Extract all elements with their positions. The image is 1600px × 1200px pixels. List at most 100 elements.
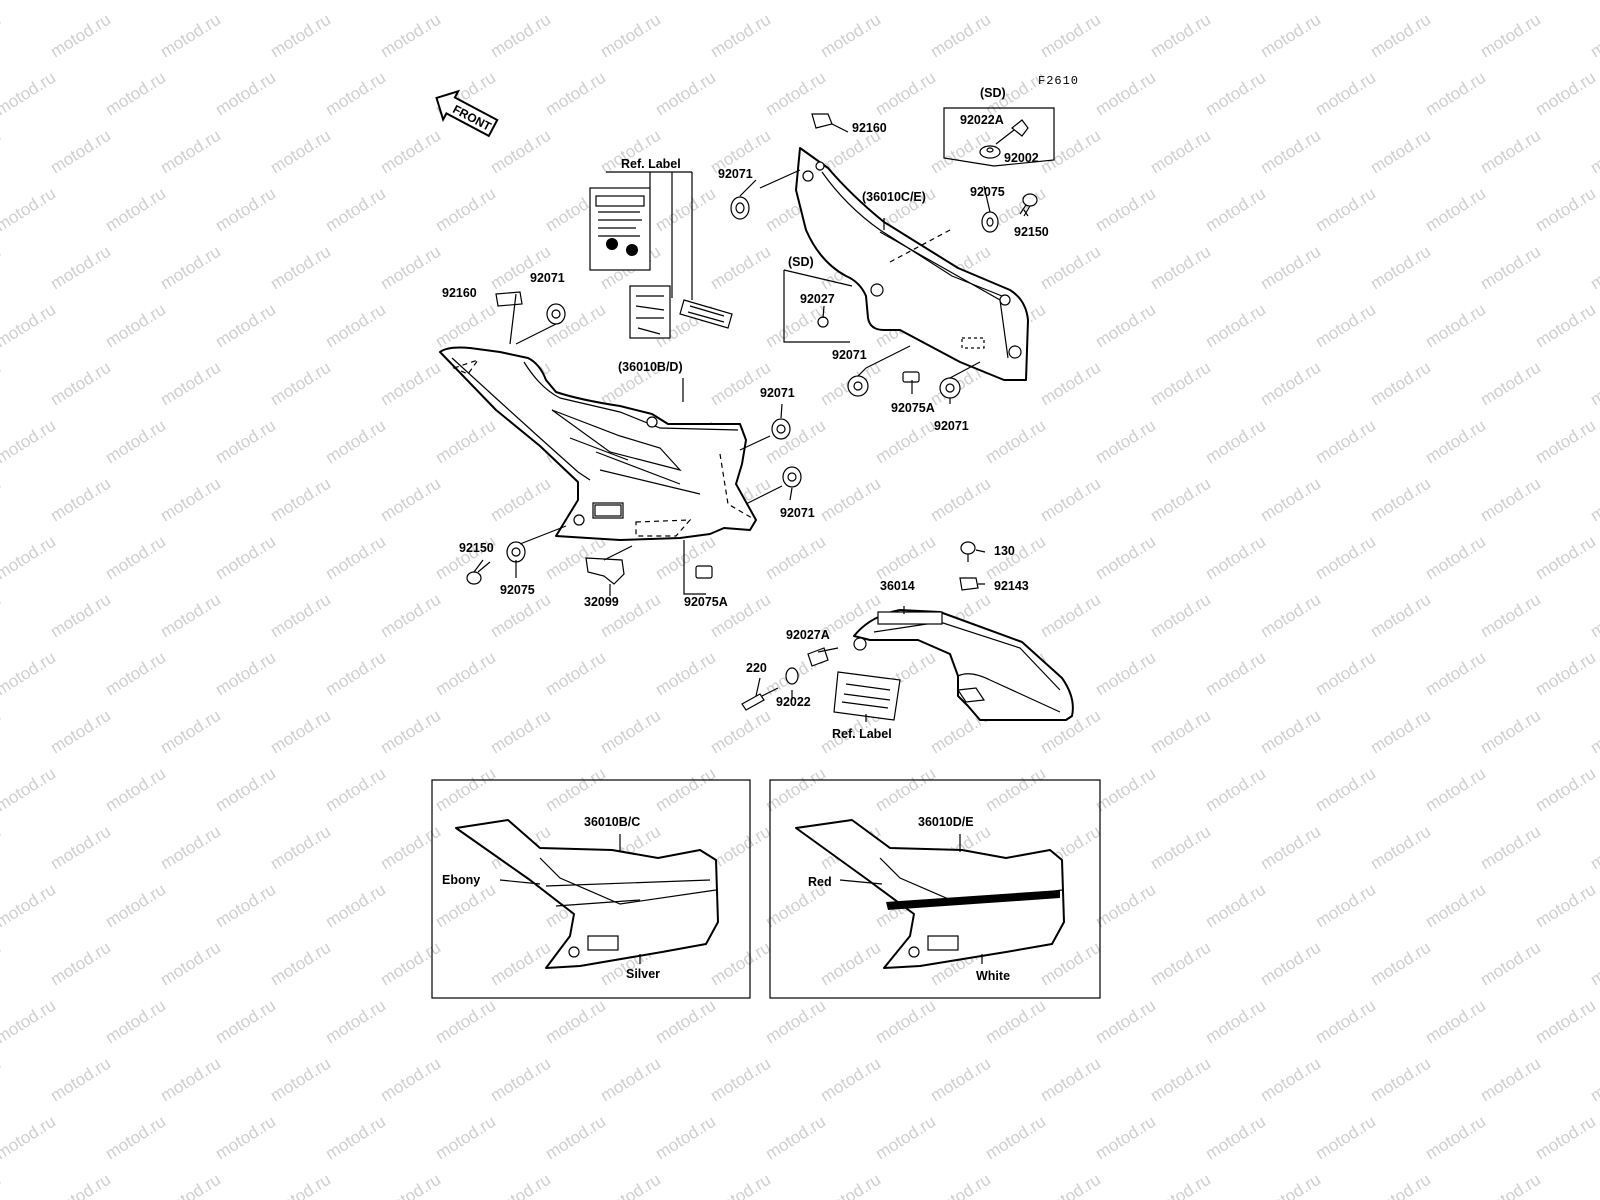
watermark-text: motod.ru: [1477, 10, 1544, 62]
label-ref-label-bottom: Ref. Label: [832, 727, 892, 741]
watermark-text: motod.ru: [377, 1170, 444, 1200]
watermark-text: motod.ru: [212, 880, 279, 932]
watermark-text: motod.ru: [377, 126, 444, 178]
label-92150-left: 92150: [459, 541, 494, 555]
washer-icon: [979, 145, 1001, 159]
figure-code: F2610: [1038, 74, 1079, 88]
watermark-text: motod.ru: [1147, 10, 1214, 62]
watermark-text: motod.ru: [707, 1054, 774, 1106]
watermark-text: motod.ru: [47, 938, 114, 990]
watermark-text: motod.ru: [1092, 532, 1159, 584]
watermark-text: motod.ru: [1312, 1112, 1379, 1164]
watermark-text: motod.ru: [212, 532, 279, 584]
watermark-text: motod.ru: [1422, 880, 1489, 932]
watermark-text: motod.ru: [212, 648, 279, 700]
grommet-icon: [981, 211, 999, 233]
inset-box-right: [769, 779, 1101, 999]
watermark-text: motod.ru: [927, 1054, 994, 1106]
watermark-text: motod.ru: [1422, 1112, 1489, 1164]
watermark-text: motod.ru: [1147, 242, 1214, 294]
watermark-text: motod.ru: [1587, 474, 1600, 526]
watermark-text: motod.ru: [1202, 68, 1269, 120]
watermark-text: motod.ru: [982, 0, 1049, 3]
watermark-text: motod.ru: [982, 532, 1049, 584]
watermark-text: motod.ru: [1312, 184, 1379, 236]
watermark-text: motod.ru: [872, 0, 939, 3]
watermark-text: motod.ru: [322, 184, 389, 236]
watermark-text: motod.ru: [47, 822, 114, 874]
watermark-text: motod.ru: [1532, 1112, 1599, 1164]
watermark-text: motod.ru: [1367, 822, 1434, 874]
watermark-text: motod.ru: [487, 706, 554, 758]
grommet-icon: [771, 418, 791, 440]
watermark-text: motod.ru: [377, 474, 444, 526]
watermark-text: motod.ru: [212, 0, 279, 3]
watermark-text: motod.ru: [487, 126, 554, 178]
watermark-text: motod.ru: [432, 300, 499, 352]
watermark-text: motod.ru: [1092, 1112, 1159, 1164]
watermark-text: motod.ru: [0, 10, 4, 62]
watermark-text: motod.ru: [487, 1170, 554, 1200]
watermark-text: motod.ru: [1092, 416, 1159, 468]
watermark-text: motod.ru: [322, 996, 389, 1048]
watermark-text: motod.ru: [1257, 242, 1324, 294]
inset-right-part: 36010D/E: [918, 815, 974, 829]
clip-icon: [811, 113, 833, 129]
grommet-icon: [506, 541, 526, 563]
watermark-text: motod.ru: [102, 0, 169, 3]
watermark-text: motod.ru: [1092, 184, 1159, 236]
label-92075-left: 92075: [500, 583, 535, 597]
watermark-text: motod.ru: [1257, 1170, 1324, 1200]
watermark-text: motod.ru: [652, 1112, 719, 1164]
label-36014: 36014: [880, 579, 915, 593]
watermark-text: motod.ru: [157, 706, 224, 758]
label-92075-right: 92075: [970, 185, 1005, 199]
pad-icon: [902, 371, 920, 383]
watermark-text: motod.ru: [1587, 706, 1600, 758]
label-36010CE: (36010C/E): [862, 190, 926, 204]
watermark-text: motod.ru: [1147, 706, 1214, 758]
watermark-text: motod.ru: [1477, 474, 1544, 526]
watermark-text: motod.ru: [1092, 880, 1159, 932]
watermark-text: motod.ru: [432, 532, 499, 584]
watermark-text: motod.ru: [432, 996, 499, 1048]
side-cover-right: [795, 147, 1029, 381]
label-32099: 32099: [584, 595, 619, 609]
watermark-text: motod.ru: [652, 648, 719, 700]
watermark-text: motod.ru: [1092, 300, 1159, 352]
watermark-text: motod.ru: [377, 706, 444, 758]
watermark-text: motod.ru: [377, 242, 444, 294]
watermark-text: motod.ru: [157, 590, 224, 642]
watermark-text: motod.ru: [0, 242, 4, 294]
watermark-text: motod.ru: [1037, 242, 1104, 294]
watermark-text: motod.ru: [0, 1054, 4, 1106]
label-36010BD: (36010B/D): [618, 360, 683, 374]
watermark-text: motod.ru: [157, 1170, 224, 1200]
grommet-icon: [782, 466, 802, 488]
watermark-text: motod.ru: [1092, 68, 1159, 120]
watermark-text: motod.ru: [1202, 300, 1269, 352]
watermark-text: motod.ru: [102, 880, 169, 932]
watermark-text: motod.ru: [212, 416, 279, 468]
watermark-text: motod.ru: [157, 1054, 224, 1106]
watermark-text: motod.ru: [1312, 0, 1379, 3]
watermark-text: motod.ru: [872, 764, 939, 816]
watermark-text: motod.ru: [102, 532, 169, 584]
label-92075A-right: 92075A: [891, 401, 935, 415]
watermark-text: motod.ru: [1037, 126, 1104, 178]
watermark-text: motod.ru: [0, 358, 4, 410]
watermark-text: motod.ru: [487, 590, 554, 642]
watermark-text: motod.ru: [1587, 358, 1600, 410]
watermark-text: motod.ru: [432, 184, 499, 236]
watermark-text: motod.ru: [872, 996, 939, 1048]
watermark-text: motod.ru: [982, 764, 1049, 816]
watermark-text: motod.ru: [1477, 1170, 1544, 1200]
watermark-text: motod.ru: [542, 648, 609, 700]
watermark-text: motod.ru: [1147, 1170, 1214, 1200]
watermark-text: motod.ru: [212, 300, 279, 352]
watermark-text: motod.ru: [1532, 68, 1599, 120]
watermark-text: motod.ru: [1257, 126, 1324, 178]
watermark-text: motod.ru: [322, 764, 389, 816]
watermark-text: motod.ru: [47, 474, 114, 526]
